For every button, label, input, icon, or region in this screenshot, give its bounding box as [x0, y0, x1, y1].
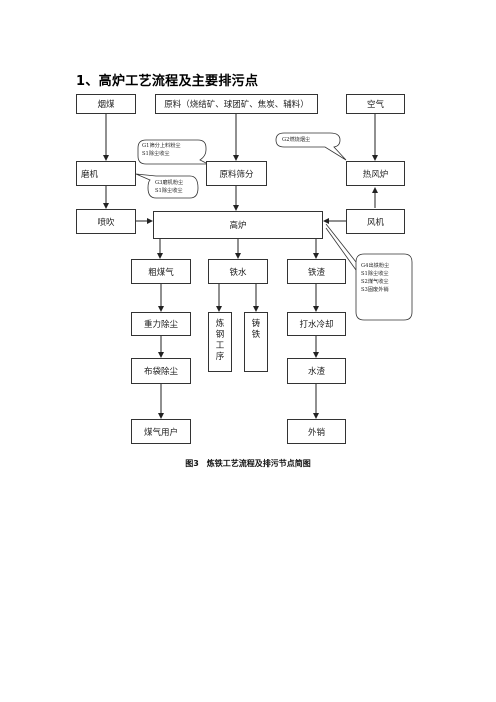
node-water-slag: 水渣: [287, 358, 346, 384]
page-heading: 1、高炉工艺流程及主要排污点: [76, 74, 259, 89]
node-mill: 磨机: [76, 161, 136, 186]
node-casting: 铸 铁: [244, 312, 268, 372]
node-blower: 风机: [346, 209, 405, 234]
callout-g4-line-2: S1除尘收尘: [361, 271, 389, 277]
node-crude-gas: 粗煤气: [131, 259, 191, 284]
callout-g4-line-3: S2煤气收尘: [361, 279, 389, 285]
casting-char-2: 铁: [251, 330, 261, 340]
callout-g4-shape: [355, 253, 413, 321]
steelmaking-char-1: 炼: [215, 319, 225, 329]
node-sale: 外销: [287, 419, 346, 444]
node-hot-stove: 热风炉: [346, 161, 405, 186]
callout-g1-line-2: S1除尘收尘: [142, 151, 170, 157]
callout-g4-pointer-b: [325, 227, 357, 271]
node-water-quench: 打水冷却: [287, 312, 346, 336]
callout-g2-shape: [275, 132, 347, 161]
node-coal: 烟煤: [76, 94, 136, 114]
steelmaking-char-3: 工: [215, 341, 225, 351]
caption-number: 图3: [185, 459, 199, 468]
callout-g4-line-4: S3固废外销: [361, 287, 389, 293]
node-bag-dust: 布袋除尘: [131, 358, 191, 384]
callout-g3-shape: [135, 173, 199, 199]
callout-g1: G1筛分上料粉尘 S1除尘收尘: [142, 142, 181, 158]
node-steelmaking: 炼 钢 工 序: [208, 312, 232, 372]
node-hot-metal: 铁水: [208, 259, 268, 284]
caption-text: 炼铁工艺流程及排污节点简图: [206, 459, 311, 468]
casting-char-1: 铸: [251, 319, 261, 329]
callout-g3-line-2: S1除尘收尘: [155, 188, 183, 194]
callout-g4: G4出铁粉尘 S1除尘收尘 S2煤气收尘 S3固废外销: [361, 262, 389, 294]
figure-caption: 图3 炼铁工艺流程及排污节点简图: [0, 458, 496, 469]
node-blast-furnace: 高炉: [153, 211, 323, 239]
node-raw-materials: 原料（烧结矿、球团矿、焦炭、辅料）: [155, 94, 318, 114]
callout-g2: G2燃烧烟尘: [282, 136, 310, 144]
node-slag: 铁渣: [287, 259, 346, 284]
node-air: 空气: [346, 94, 405, 114]
steelmaking-char-4: 序: [215, 352, 225, 362]
node-gravity-dust: 重力除尘: [131, 312, 191, 336]
steelmaking-char-2: 钢: [215, 330, 225, 340]
callout-g3: G3磨机粉尘 S1除尘收尘: [155, 179, 183, 195]
node-injection: 喷吹: [76, 209, 136, 234]
callout-g2-line-1: G2燃烧烟尘: [282, 137, 311, 143]
callout-g4-pointer-a: [325, 223, 357, 263]
node-screening: 原料筛分: [206, 161, 267, 186]
callout-g1-line-1: G1筛分上料粉尘: [142, 143, 181, 149]
callout-g4-line-1: G4出铁粉尘: [361, 263, 390, 269]
callout-g3-line-1: G3磨机粉尘: [155, 180, 184, 186]
node-gas-users: 煤气用户: [131, 419, 191, 444]
